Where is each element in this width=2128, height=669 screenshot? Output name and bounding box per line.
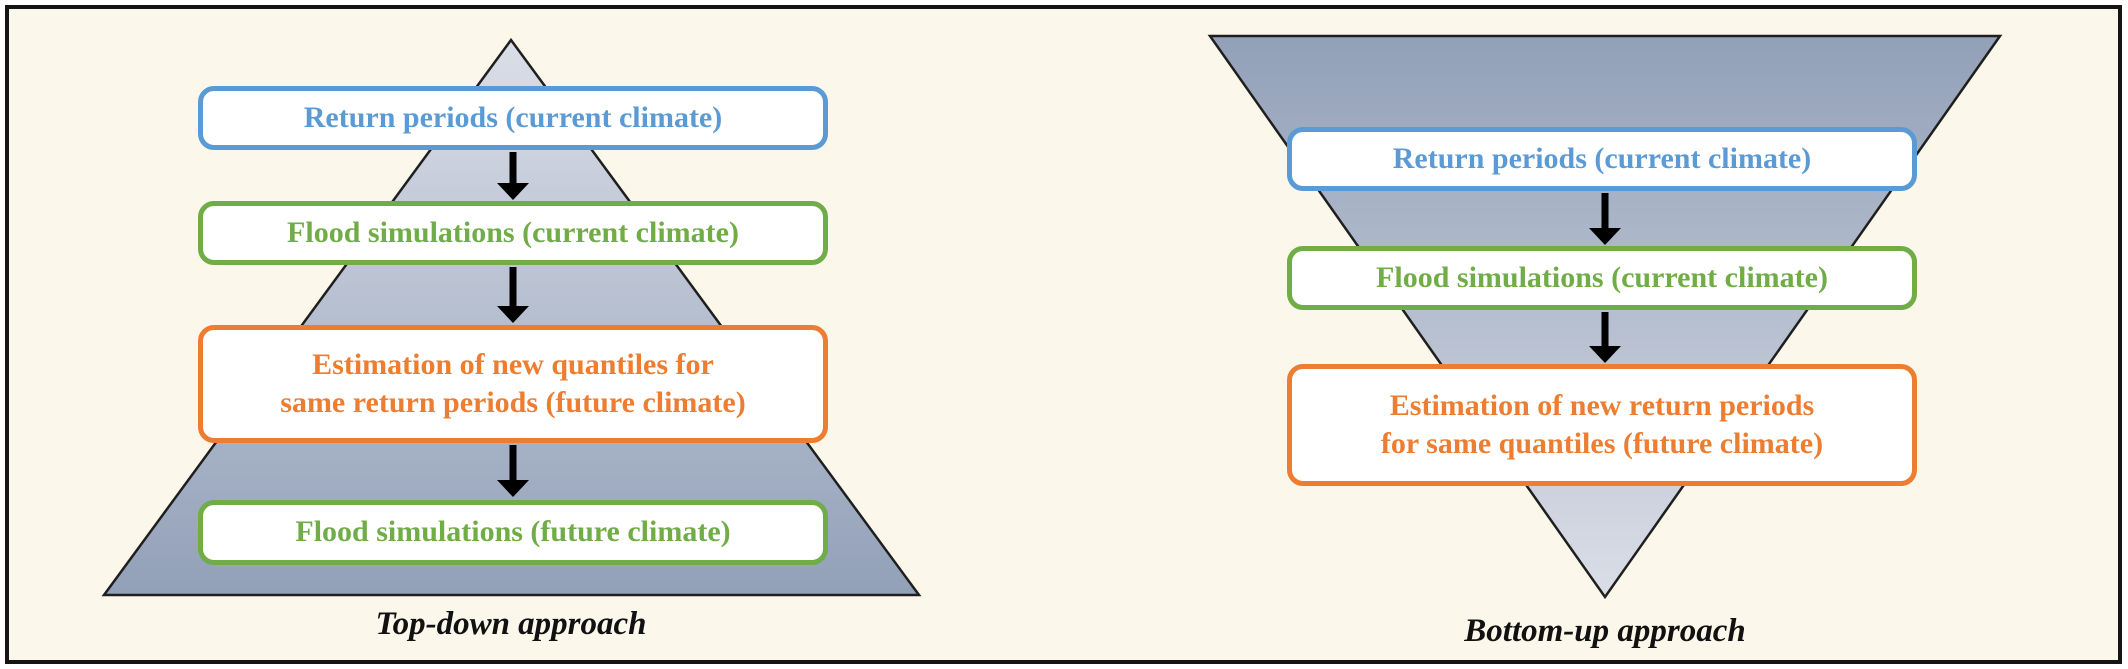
arrow-down-icon [1589,312,1621,363]
node-return-periods-current-left: Return periods (current climate) [198,86,828,150]
arrow-down-icon [497,152,529,200]
node-flood-simulations-current-right: Flood simulations (current climate) [1287,246,1917,310]
node-estimation-new-quantiles: Estimation of new quantiles for same ret… [198,325,828,443]
arrow-down-icon [1589,193,1621,245]
arrow-down-icon [497,267,529,323]
node-return-periods-current-right: Return periods (current climate) [1287,127,1917,191]
node-flood-simulations-current-left: Flood simulations (current climate) [198,201,828,265]
node-estimation-new-return-periods: Estimation of new return periods for sam… [1287,364,1917,486]
node-flood-simulations-future: Flood simulations (future climate) [198,500,828,565]
caption-top-down-approach: Top-down approach [375,606,647,642]
arrow-down-icon [497,445,529,497]
caption-bottom-up-approach: Bottom-up approach [1464,613,1746,649]
